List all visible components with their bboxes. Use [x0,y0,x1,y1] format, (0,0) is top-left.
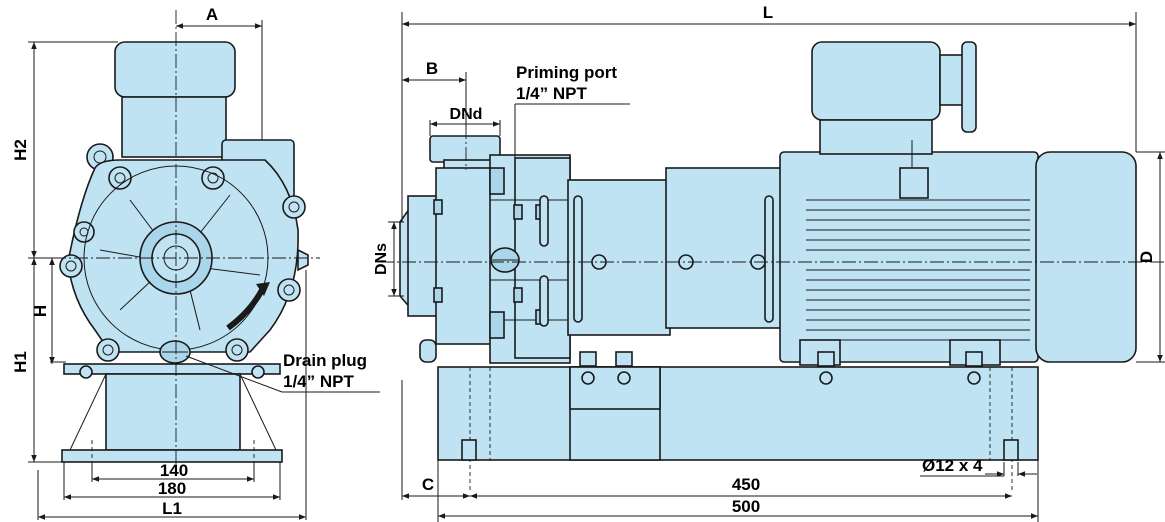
dim-H2-label: H2 [11,139,30,161]
front-pedestal [105,373,241,451]
dim-B-label: B [426,59,438,78]
dim-140-label: 140 [160,461,188,480]
dim-DNd-label: DNd [450,106,483,123]
dim-L1-label: L1 [162,499,182,518]
side-casing [435,167,493,345]
priming-port-size-label: 1/4” NPT [516,84,587,103]
dim-A-label: A [206,5,218,24]
side-cable-gland [939,54,965,106]
dim-C-label: C [422,475,434,494]
front-base-plate [61,449,283,463]
side-view [380,41,1165,490]
front-terminal-box [114,41,236,98]
dim-DNs-label: DNs [373,243,390,275]
side-dimensions: L B DNd DNs D Priming port 1/4” NPT C 45… [373,3,1165,522]
side-motor-fins [806,199,1030,341]
front-foot-plate [63,363,281,375]
side-terminal-box [811,41,941,121]
drain-plug-label: Drain plug [283,351,367,370]
front-bolt-lugs [59,166,306,362]
mounting-holes-label: Ø12 x 4 [922,456,983,475]
dim-D-label: D [1137,251,1156,263]
dim-450-label: 450 [732,475,760,494]
front-motor-neck [121,96,227,158]
drain-plug-size-label: 1/4” NPT [283,372,354,391]
dim-500-label: 500 [732,497,760,516]
dim-180-label: 180 [158,479,186,498]
dim-H1-label: H1 [11,351,30,373]
front-dimensions: A H2 H H1 140 180 L1 Drain plug 1/4” NPT [11,5,380,520]
front-view [30,10,320,470]
rotation-arrow-icon [226,288,265,331]
priming-port-label: Priming port [516,63,617,82]
side-lantern [567,179,671,336]
side-fan-cover [1035,151,1137,363]
side-base-frame [437,366,1039,461]
dim-L-label: L [763,3,773,22]
